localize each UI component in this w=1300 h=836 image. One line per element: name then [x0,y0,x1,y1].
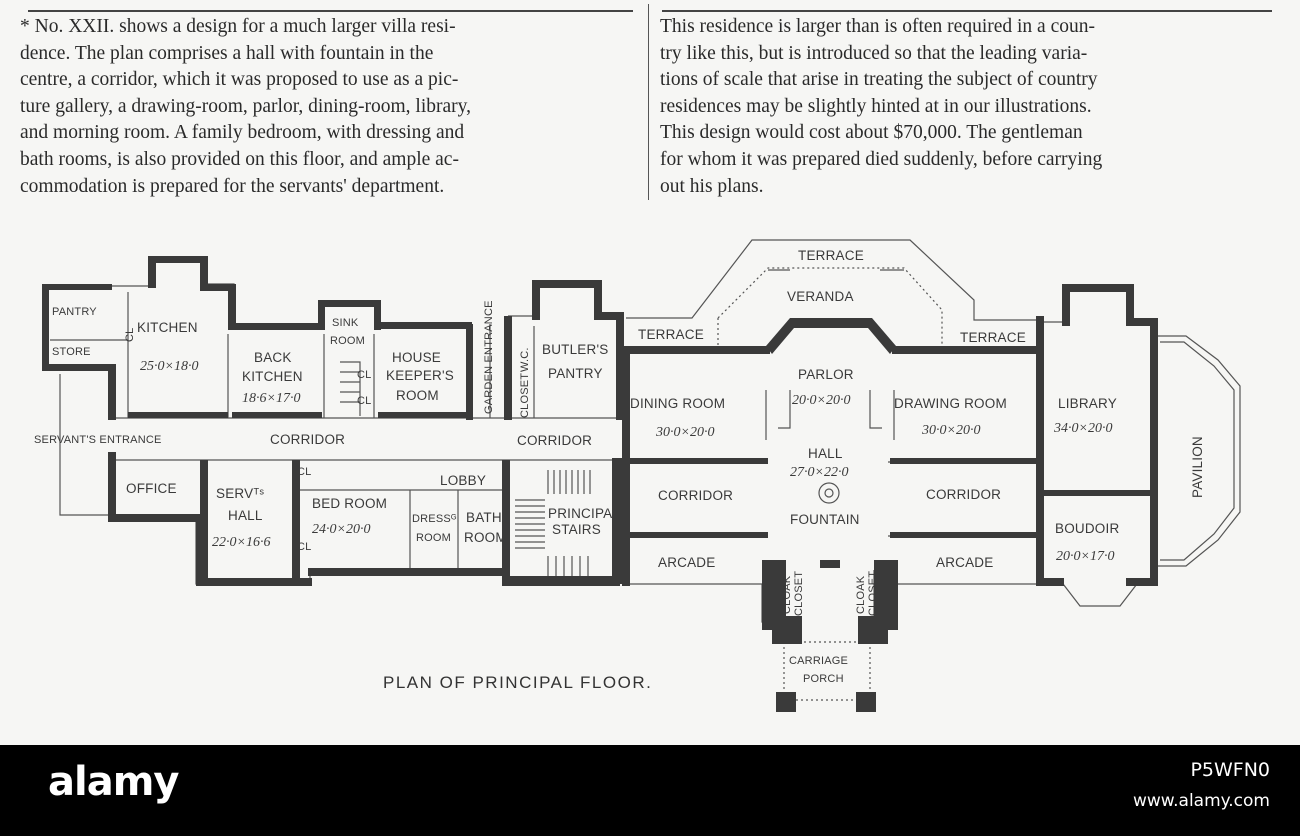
fountain-inner-icon [824,488,834,498]
label-butlers-1: BUTLER'S [542,342,608,357]
label-lobby: LOBBY [440,473,486,488]
label-terrace-top: TERRACE [798,248,864,263]
label-back-kitchen-2: KITCHEN [242,369,303,384]
label-library: LIBRARY [1058,396,1117,411]
label-dress-1: DRESSᴳ [412,513,457,525]
text-line: This residence is larger than is often r… [660,16,1095,37]
label-bed-room: BED ROOM [312,496,387,511]
label-pantry: PANTRY [52,306,97,318]
label-parlor-size: 20·0×20·0 [792,393,850,408]
label-hk-closet-1: CL [357,369,371,381]
label-servants-entrance: SERVANT'S ENTRANCE [34,434,162,446]
label-dress-2: ROOM [416,532,451,544]
fountain-icon [818,482,840,504]
label-library-size: 34·0×20·0 [1053,421,1112,436]
label-arcade-1: ARCADE [658,555,715,570]
label-office: OFFICE [126,481,177,496]
image-id: P5WFN0 [1190,759,1270,781]
label-drawing-size: 30·0×20·0 [921,423,980,438]
label-hall: HALL [808,446,843,461]
label-cloak-b1: CLOAK [855,575,867,614]
label-garden-entrance: GARDEN ENTRANCE [483,300,495,414]
text-line: dence. The plan comprises a hall with fo… [20,42,434,64]
text-line: commodation is prepared for the servants… [20,175,445,197]
text-line: * No. XXII. shows a design for a much la… [20,16,456,37]
room-labels: PANTRY STORE CL KITCHEN 25·0×18·0 SINK R… [34,248,1205,685]
label-hall-size: 27·0×22·0 [790,465,848,480]
alamy-logo: alamy [48,759,179,805]
text-line: for whom it was prepared died suddenly, … [660,148,1103,170]
label-stairs-2: STAIRS [552,522,601,537]
text-line: and morning room. A family bedroom, with… [20,122,465,144]
label-servts-closet-2: CL [297,541,311,553]
top-rule-left [28,10,633,12]
text-line: This design would cost about $70,000. Th… [660,122,1083,144]
label-veranda: VERANDA [787,289,854,304]
label-closet: CLOSET [519,373,531,418]
label-carriage-porch-2: PORCH [803,673,844,685]
label-sink-1: SINK [332,317,359,329]
label-dining-room: DINING ROOM [630,396,725,411]
label-fountain: FOUNTAIN [790,512,860,527]
label-kitchen: KITCHEN [137,320,198,335]
label-corridor-1: CORRIDOR [270,432,345,447]
label-corridor-3: CORRIDOR [658,488,733,503]
label-back-kitchen-size: 18·6×17·0 [242,391,300,406]
plan-outlines [43,239,1241,701]
text-line: try like this, but is introduced so that… [660,42,1088,64]
label-boudoir-size: 20·0×17·0 [1056,549,1114,564]
label-store: STORE [52,346,91,358]
label-drawing-room: DRAWING ROOM [894,396,1007,411]
label-dining-size: 30·0×20·0 [655,425,714,440]
scanned-page: * No. XXII. shows a design for a much la… [20,4,1276,712]
label-bed-size: 24·0×20·0 [312,522,370,537]
label-bath-1: BATH [466,510,502,525]
label-terrace-left: TERRACE [638,327,704,342]
label-arcade-2: ARCADE [936,555,993,570]
label-servts-hall-1: SERVᵀˢ [216,486,264,501]
label-servts-hall-size: 22·0×16·6 [212,535,270,550]
text-column-left: * No. XXII. shows a design for a much la… [20,14,636,200]
label-cloak-a1: CLOAK [781,575,793,614]
label-kitchen-size: 25·0×18·0 [140,359,198,374]
text-line: residences may be slightly hinted at in … [660,95,1092,117]
label-house-keeper-1: HOUSE [392,350,441,365]
label-servts-closet-1: CL [297,466,311,478]
watermark-banner: alamy P5WFN0 www.alamy.com [0,745,1300,836]
label-corridor-4: CORRIDOR [926,487,1001,502]
label-carriage-porch-1: CARRIAGE [789,655,848,667]
label-corridor-2: CORRIDOR [517,433,592,448]
label-hk-closet-2: CL [357,395,371,407]
site-url: www.alamy.com [1132,791,1270,811]
text-line: tions of scale that arise in treating th… [660,69,1098,91]
text-line: centre, a corridor, which it was propose… [20,69,459,91]
label-wc: W.C. [519,347,531,372]
label-back-kitchen-1: BACK [254,350,292,365]
label-boudoir: BOUDOIR [1055,521,1119,536]
label-servts-hall-2: HALL [228,508,263,523]
label-kitchen-closet: CL [124,328,136,342]
text-column-right: This residence is larger than is often r… [660,14,1276,200]
label-butlers-2: PANTRY [548,366,603,381]
top-rule-right [662,10,1272,12]
plan-walls [42,256,1158,712]
floor-plan: PANTRY STORE CL KITCHEN 25·0×18·0 SINK R… [34,239,1241,712]
label-house-keeper-3: ROOM [396,388,439,403]
label-sink-2: ROOM [330,335,365,347]
label-terrace-right: TERRACE [960,330,1026,345]
plan-caption: PLAN OF PRINCIPAL FLOOR. [383,673,653,692]
label-house-keeper-2: KEEPER'S [386,368,454,383]
label-parlor: PARLOR [798,367,854,382]
text-line: ture gallery, a drawing-room, parlor, di… [20,95,472,117]
text-line: bath rooms, is also provided on this flo… [20,148,459,170]
column-divider [648,4,649,200]
label-cloak-b2: CLOSET [867,571,879,616]
label-stairs-1: PRINCIPAL [548,506,620,521]
label-cloak-a2: CLOSET [793,571,805,616]
label-bath-2: ROOM [464,530,507,545]
label-pavilion: PAVILION [1190,436,1205,498]
text-line: out his plans. [660,175,764,197]
